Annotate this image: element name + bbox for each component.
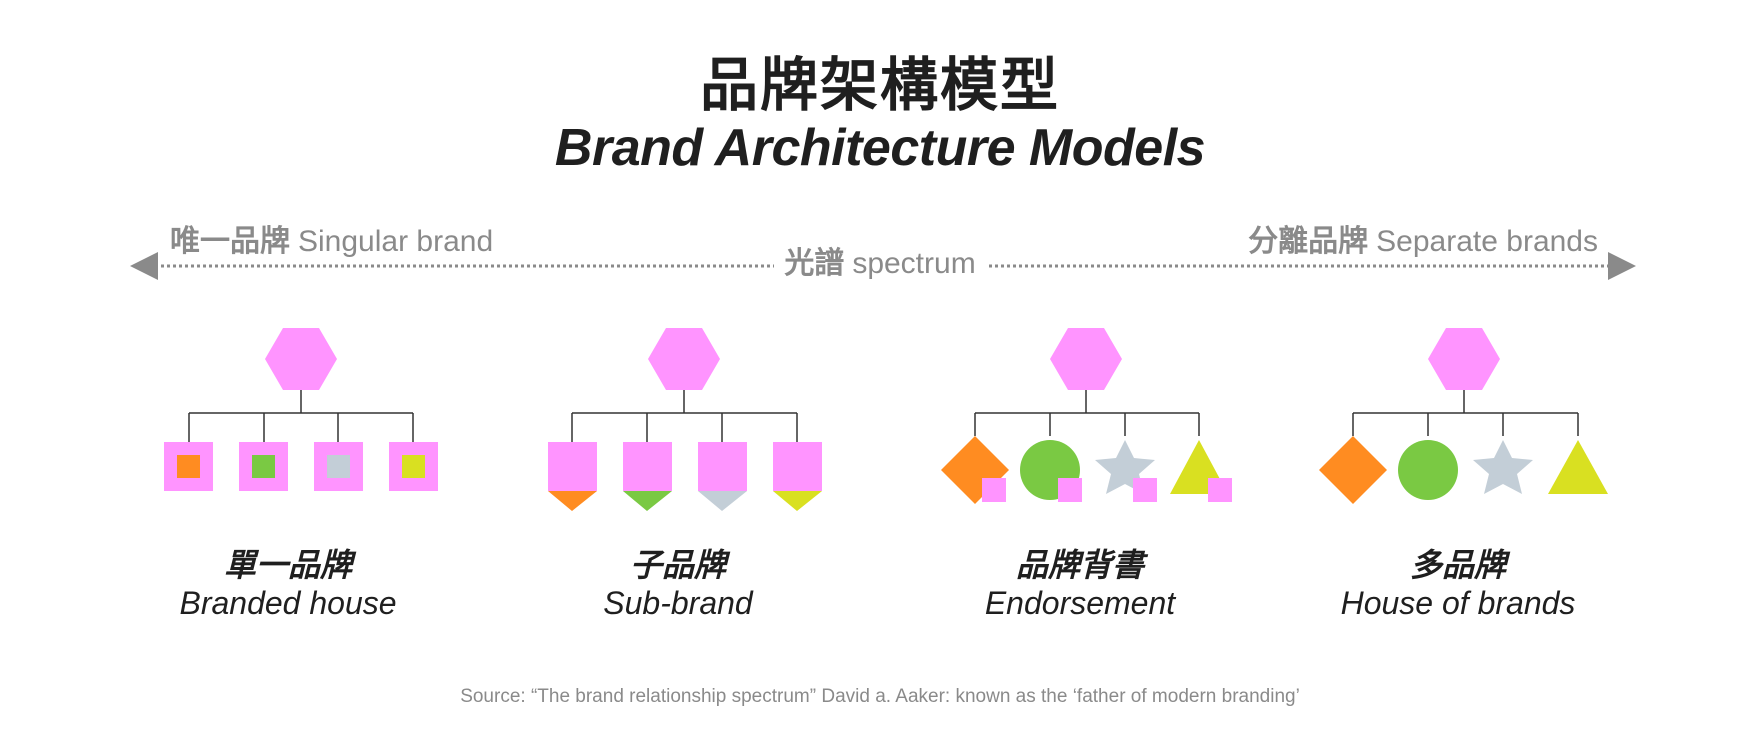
model-house-of-brands-diagram: [1319, 328, 1608, 504]
inner-gray-square-icon: [327, 455, 350, 478]
endorser-square-icon: [1133, 478, 1157, 502]
gray-tip-icon: [698, 491, 747, 511]
parent-hexagon-icon: [1050, 328, 1122, 390]
endorser-square-icon: [1208, 478, 1232, 502]
arrow-right-icon: [1608, 252, 1636, 280]
inner-green-square-icon: [252, 455, 275, 478]
spectrum-center-en: spectrum: [852, 247, 976, 280]
connector-lines: [571, 390, 798, 442]
sub-brand-pentagon-icon: [698, 442, 747, 491]
parent-hexagon-icon: [1428, 328, 1500, 390]
model-endorsement-zh: 品牌背書: [1015, 546, 1144, 584]
spectrum-right-zh: 分離品牌: [1248, 224, 1369, 259]
orange-diamond-icon: [1319, 436, 1387, 504]
inner-yellow-square-icon: [402, 455, 425, 478]
endorser-square-icon: [1058, 478, 1082, 502]
spectrum-left-zh: 唯一品牌: [170, 224, 290, 259]
parent-hexagon-icon: [648, 328, 720, 390]
endorser-square-icon: [982, 478, 1006, 502]
arrow-left-icon: [130, 252, 158, 280]
page-title-en: Brand Architecture Models: [554, 119, 1206, 177]
model-endorsement-diagram: [941, 328, 1232, 504]
model-sub-brand-en: Sub-brand: [603, 585, 753, 621]
green-tip-icon: [623, 491, 672, 511]
model-house-of-brands-en: House of brands: [1340, 585, 1576, 621]
spectrum-right-en: Separate brands: [1376, 225, 1598, 258]
parent-hexagon-icon: [265, 328, 337, 390]
model-branded-house-diagram: [164, 328, 438, 491]
green-circle-icon: [1398, 440, 1458, 500]
sub-brand-pentagon-icon: [548, 442, 597, 491]
sub-brand-pentagon-icon: [623, 442, 672, 491]
model-branded-house-en: Branded house: [179, 585, 397, 621]
gray-star-icon: [1473, 440, 1533, 494]
model-branded-house-zh: 單一品牌: [223, 546, 352, 584]
model-sub-brand-zh: 子品牌: [629, 546, 726, 584]
yellow-triangle-icon: [1548, 440, 1608, 494]
source-citation: Source: “The brand relationship spectrum…: [460, 686, 1300, 707]
spectrum-center-zh: 光譜: [784, 246, 845, 281]
sub-brand-pentagon-icon: [773, 442, 822, 491]
model-house-of-brands-zh: 多品牌: [1409, 546, 1506, 584]
model-sub-brand-diagram: [548, 328, 822, 511]
yellow-tip-icon: [773, 491, 822, 511]
connector-lines: [974, 390, 1200, 436]
inner-orange-square-icon: [177, 455, 200, 478]
model-endorsement-en: Endorsement: [984, 585, 1176, 621]
page-title-zh: 品牌架構模型: [699, 51, 1060, 119]
orange-tip-icon: [548, 491, 597, 511]
connector-lines: [1352, 390, 1579, 436]
connector-lines: [188, 390, 414, 442]
spectrum-left-en: Singular brand: [298, 225, 494, 258]
